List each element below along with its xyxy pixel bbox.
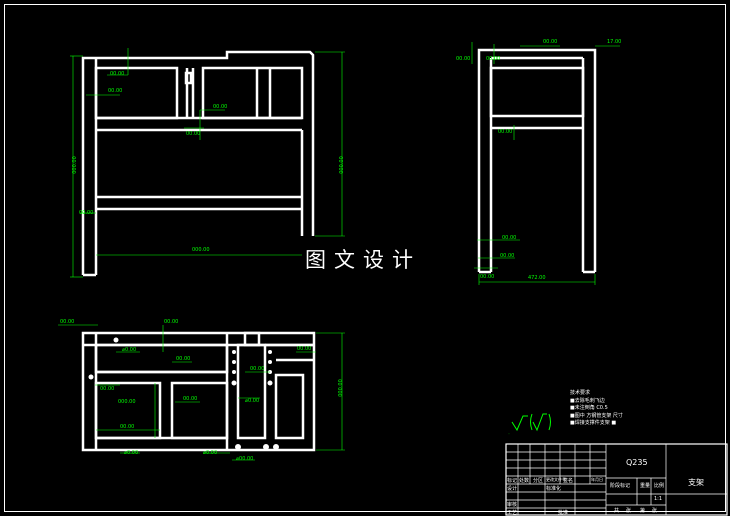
title-block-label: 标记 xyxy=(507,478,518,484)
plan-hole xyxy=(267,380,273,386)
dim-label: ⌀00.00 xyxy=(236,456,254,462)
dim-label: 00.00 xyxy=(183,396,198,402)
plan-hole xyxy=(235,444,241,450)
dim-label: ⌀0.00 xyxy=(124,450,139,456)
dim-label: ⌀0.00 xyxy=(203,450,218,456)
front-view xyxy=(81,50,315,277)
sheet-border xyxy=(4,4,726,512)
title-block-label: 更改文件号 xyxy=(546,477,566,482)
plan-outer-frame xyxy=(81,331,316,452)
tech-requirements: 技术要求 ■去除毛刺飞边 ■未注倒角 C0.5 ■图中 方钢管支架 尺寸 ■焊接… xyxy=(570,390,623,428)
surface-roughness-symbol xyxy=(511,413,551,432)
front-outer-frame xyxy=(81,50,315,275)
plan-hole xyxy=(263,444,269,450)
title-block xyxy=(505,443,728,516)
plan-hole xyxy=(113,337,119,343)
side-upper-cell xyxy=(489,66,585,118)
dim-label: 00.00 xyxy=(486,56,501,62)
front-upper-right-cell xyxy=(201,66,304,120)
sheet-label: 张 xyxy=(626,508,632,514)
sheet-label: 第 xyxy=(640,508,646,514)
plan-hole xyxy=(268,360,272,364)
material-label: Q235 xyxy=(626,458,648,467)
dim-label: 00.00 xyxy=(176,356,191,362)
dim-label: 00.00 xyxy=(186,131,201,137)
title-block-label: 设计 xyxy=(507,486,518,492)
plan-cell-b xyxy=(170,381,229,440)
title-block-label: 批准 xyxy=(558,510,569,516)
plan-hole xyxy=(273,444,279,450)
dim-label: 00.00 xyxy=(480,274,495,280)
title-block-label: 工艺 xyxy=(507,510,518,516)
tech-requirements-title: 技术要求 xyxy=(570,390,591,396)
part-name: 支架 xyxy=(688,478,704,487)
plan-hole xyxy=(232,360,236,364)
title-block-label: 审核 xyxy=(507,502,518,508)
dim-label: 00.00 xyxy=(100,386,115,392)
plan-view-dims xyxy=(58,324,345,461)
surface-symbol-text: √(√) xyxy=(508,434,511,435)
plan-hole xyxy=(232,370,236,374)
dim-label: 00.00 xyxy=(498,129,513,135)
plan-hole xyxy=(88,374,94,380)
title-block-label: 标准化 xyxy=(546,486,562,492)
plan-hole xyxy=(231,380,237,386)
dim-label: 00.00 xyxy=(502,235,517,241)
dim-label: 00.00 xyxy=(120,424,135,430)
dim-label: 00.00 xyxy=(297,346,312,352)
scale-label: 比例 xyxy=(654,483,665,489)
title-block-label: 年月日 xyxy=(591,477,603,482)
title-block-label: 处数 xyxy=(519,478,530,484)
dim-label: 00.00 xyxy=(60,319,75,325)
dim-label: 00.00 xyxy=(108,88,123,94)
weight-label: 重量 xyxy=(640,483,651,489)
dim-label: 000.00 xyxy=(337,379,344,397)
title-block-label: 签名 xyxy=(563,478,574,484)
tech-requirement-line: ■焊接支撑件支架 ■ xyxy=(570,420,617,427)
dim-label: 000.00 xyxy=(118,399,136,405)
plan-view xyxy=(81,331,316,452)
scale-value: 1:1 xyxy=(654,496,663,502)
watermark-text: 图文设计 xyxy=(305,248,421,272)
dim-label: 00.00 xyxy=(500,253,515,259)
sheet-label: 共 xyxy=(614,508,620,514)
dim-label: 000.00 xyxy=(192,247,210,253)
dim-label: 00.00 xyxy=(110,71,125,77)
tech-requirement-line: ■未注倒角 C0.5 xyxy=(570,405,608,412)
side-view-dims xyxy=(471,42,620,285)
dim-label: 00.00 xyxy=(213,104,228,110)
side-outer-frame xyxy=(477,48,597,272)
tech-requirement-line: ■图中 方钢管支架 尺寸 xyxy=(570,412,623,419)
dim-label: 00.00 xyxy=(543,39,558,45)
title-block-label: 分区 xyxy=(533,478,544,484)
dim-label: 000.00 xyxy=(71,156,78,174)
dim-label: 00.00 xyxy=(79,210,94,216)
dim-label: 00.00 xyxy=(164,319,179,325)
dim-label: 00.00 xyxy=(250,366,265,372)
side-view xyxy=(477,48,597,274)
dim-label: 472.00 xyxy=(528,275,546,281)
tech-requirement-line: ■去除毛刺飞边 xyxy=(570,397,605,404)
dim-label: ⌀0.00 xyxy=(245,398,260,404)
dim-label: 000.00 xyxy=(338,156,345,174)
dim-label: ⌀0.00 xyxy=(122,347,137,353)
plan-hole xyxy=(232,350,236,354)
front-view-dims xyxy=(70,48,345,278)
sheet-label: 张 xyxy=(652,508,658,514)
plan-holes xyxy=(88,337,279,450)
dim-label: 00.00 xyxy=(456,56,471,62)
plan-hole xyxy=(268,350,272,354)
stage-label: 阶段标记 xyxy=(610,483,631,489)
dim-label: 17.00 xyxy=(607,39,622,45)
